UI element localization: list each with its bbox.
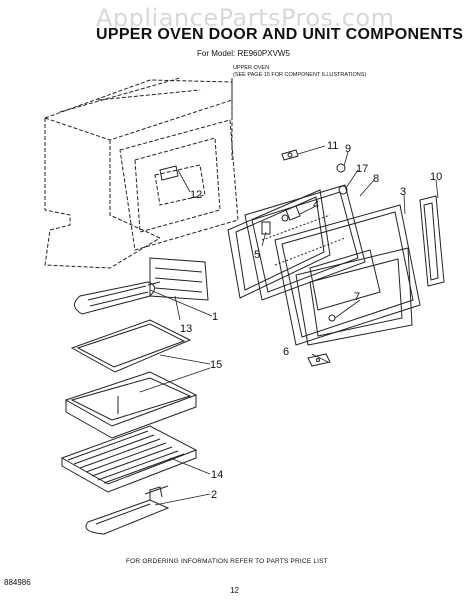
- door-handle-trim: [419, 195, 445, 287]
- door-glass-frame: [244, 184, 366, 301]
- callout-9: 9: [345, 143, 351, 155]
- callout-3: 3: [400, 186, 406, 198]
- door-outer-panel: [274, 204, 421, 346]
- upper-oven-cabinet: [44, 77, 239, 269]
- model-line: For Model: RE960PXVW5: [197, 49, 290, 58]
- hinge-screw: [281, 149, 299, 161]
- callout-2: 2: [211, 489, 217, 501]
- callout-10: 10: [430, 171, 442, 183]
- broil-element: [74, 281, 161, 315]
- watermark: AppliancePartsPros.com: [96, 4, 395, 32]
- callout-numbers: 11 9 17 8 3 10 4 12 5 7 6 1 13 15 14 2: [180, 140, 442, 501]
- callout-6: 6: [283, 346, 289, 358]
- rack-support: [149, 257, 209, 301]
- callout-11: 11: [327, 140, 338, 152]
- callout-1: 1: [212, 311, 218, 323]
- door-bumper: [338, 185, 348, 195]
- callout-15: 15: [210, 359, 222, 371]
- latch-part: [159, 165, 179, 181]
- upper-oven-note: (SEE PAGE 15 FOR COMPONENT ILLUSTRATIONS…: [233, 72, 367, 78]
- oven-rack: [60, 425, 198, 493]
- page-number: 12: [230, 586, 239, 595]
- callout-17: 17: [356, 163, 368, 175]
- ordering-note: FOR ORDERING INFORMATION REFER TO PARTS …: [126, 558, 328, 565]
- diagram-title: UPPER OVEN DOOR AND UNIT COMPONENTS: [96, 26, 464, 43]
- callout-leaders: [139, 145, 439, 506]
- broiler-grid: [70, 319, 192, 373]
- callout-5: 5: [254, 249, 260, 261]
- callout-8: 8: [373, 173, 379, 185]
- upper-oven-title: UPPER OVEN: [233, 65, 270, 71]
- door-hinge-plate: [307, 353, 331, 367]
- document-code: 884986: [4, 578, 31, 587]
- door-bracket: [285, 205, 301, 221]
- callout-12: 12: [190, 189, 202, 201]
- callout-7: 7: [354, 291, 360, 303]
- upper-oven-label: UPPER OVEN (SEE PAGE 15 FOR COMPONENT IL…: [233, 65, 366, 79]
- callout-14: 14: [211, 469, 223, 481]
- bake-element: [85, 485, 170, 535]
- door-clip: [336, 163, 346, 173]
- broiler-pan: [64, 371, 198, 439]
- callout-13: 13: [180, 323, 192, 335]
- callout-4: 4: [313, 199, 319, 211]
